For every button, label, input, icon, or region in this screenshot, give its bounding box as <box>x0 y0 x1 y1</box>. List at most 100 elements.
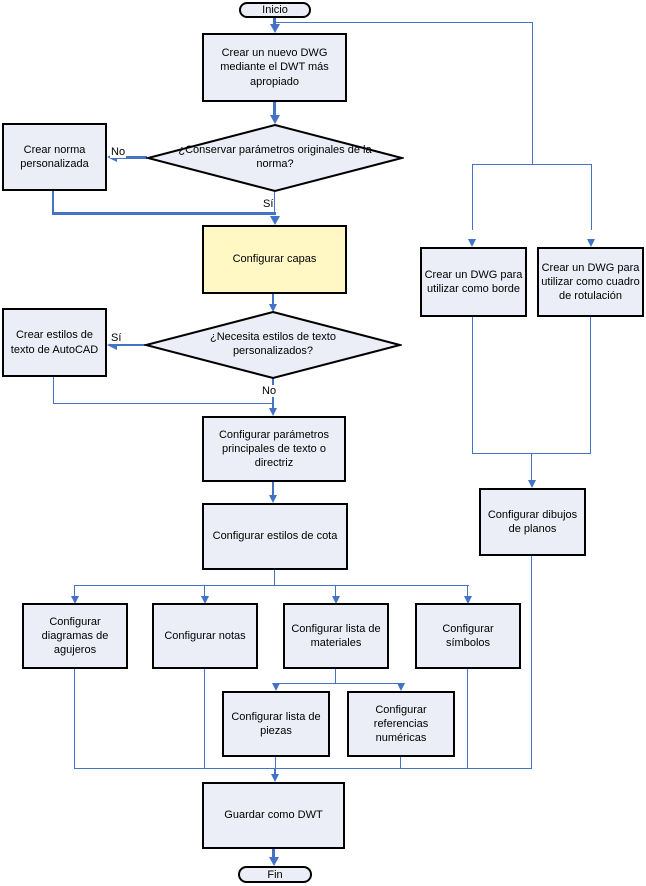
connector-diamond1-norma <box>117 156 147 159</box>
dim-styles-label: Configurar estilos de cota <box>212 530 338 543</box>
arrowhead-referencias <box>397 683 405 691</box>
arrowhead-planos <box>528 480 536 488</box>
connector-newdwg-diamond1 <box>273 102 276 116</box>
connector-simbolos-down <box>467 669 468 769</box>
node-decision-text-styles: ¿Necesita estilos de texto personalizado… <box>144 311 402 379</box>
symbols-label: Configurar símbolos <box>442 622 494 649</box>
connector-right-split-h <box>472 164 592 165</box>
connector-to-titleblock-v <box>591 164 592 230</box>
connector-norma-down <box>52 191 54 214</box>
connector-estilos-params-h <box>53 403 274 404</box>
connector-estilos-down <box>53 377 54 404</box>
hole-charts-label: Configurar diagramas de agujeros <box>41 615 109 657</box>
arrowhead-params-cota <box>269 495 277 503</box>
connector-guardar-fin <box>272 849 275 858</box>
arrowhead-newdwg-diamond1 <box>270 115 280 124</box>
text-leader-params-label: Configurar parámetros principales de tex… <box>218 428 330 470</box>
branch-label-si-2: Sí <box>110 332 123 345</box>
node-decision-keep-params: ¿Conservar parámetros originales de la n… <box>146 123 404 193</box>
connector-top-right-v <box>532 22 533 164</box>
create-standard-label: Crear norma personalizada <box>20 143 89 170</box>
arrowhead-materiales <box>332 596 340 604</box>
node-configure-layers: Configurar capas <box>202 225 347 294</box>
connector-notas-down <box>204 669 205 769</box>
diamond-shape <box>146 123 404 193</box>
connector-split-h <box>275 683 401 684</box>
configure-layers-label: Configurar capas <box>232 253 317 266</box>
arrowhead-diamond2-estilos <box>107 340 117 350</box>
node-balloons: Configurar referencias numéricas <box>347 691 455 757</box>
diamond-shape <box>144 311 402 379</box>
connector-agujeros-down <box>74 669 75 769</box>
arrowhead-guardar <box>271 774 279 782</box>
connector-drop-notas <box>204 585 205 596</box>
node-dim-styles: Configurar estilos de cota <box>202 503 348 570</box>
dwg-title-block-label: Crear un DWG para utilizar como cuadro d… <box>541 261 640 303</box>
arrowhead-into-params <box>269 408 277 416</box>
node-dwg-border: Crear un DWG para utilizar como borde <box>420 247 527 317</box>
connector-border-down <box>472 317 473 453</box>
connector-cota-down <box>274 570 275 586</box>
node-create-standard: Crear norma personalizada <box>2 123 107 191</box>
save-dwt-label: Guardar como DWT <box>224 809 323 822</box>
connector-drop-materiales <box>335 585 336 596</box>
node-sheet-drawings: Configurar dibujos de planos <box>479 488 586 556</box>
arrowhead-simbolos <box>464 596 472 604</box>
connector-diamond2-estilos <box>117 344 145 346</box>
dwg-border-label: Crear un DWG para utilizar como borde <box>424 268 523 295</box>
start-label: Inicio <box>262 4 288 16</box>
connector-bottom-merge-h <box>74 768 532 769</box>
node-dwg-title-block: Crear un DWG para utilizar como cuadro d… <box>537 247 644 317</box>
node-start-terminator: Inicio <box>239 2 311 18</box>
connector-planos-down <box>531 556 532 768</box>
parts-list-label: Configurar lista de piezas <box>231 710 321 737</box>
node-save-dwt: Guardar como DWT <box>202 782 345 849</box>
arrowhead-notas <box>201 596 209 604</box>
node-end-terminator: Fin <box>238 866 312 883</box>
node-create-new-dwg: Crear un nuevo DWG mediante el DWT más a… <box>202 33 347 102</box>
arrowhead-start-newdwg <box>270 24 280 33</box>
balloons-label: Configurar referencias numéricas <box>373 703 429 745</box>
connector-to-planos-v <box>531 453 532 481</box>
decision-keep-params-label: ¿Conservar parámetros originales de la n… <box>178 144 372 170</box>
connector-referencias-down <box>400 757 401 768</box>
node-text-leader-params: Configurar parámetros principales de tex… <box>202 416 346 482</box>
node-parts-list: Configurar lista de piezas <box>222 691 330 757</box>
connector-drop-agujeros <box>74 585 75 596</box>
connector-distribution-h <box>74 585 469 586</box>
node-bom: Configurar lista de materiales <box>283 603 389 669</box>
end-label: Fin <box>267 868 283 881</box>
arrowhead-piezas <box>272 683 280 691</box>
connector-drop-simbolos <box>467 585 468 596</box>
decision-text-styles-label: ¿Necesita estilos de texto personalizado… <box>210 331 336 357</box>
connector-piezas-down <box>275 757 276 768</box>
connector-to-border-v <box>472 164 473 230</box>
branch-label-no-1: No <box>110 146 127 159</box>
node-hole-charts: Configurar diagramas de agujeros <box>22 603 128 669</box>
connector-diamond1-capas <box>274 192 275 213</box>
arrowhead-agujeros <box>71 596 79 604</box>
connector-start-newdwg <box>273 17 276 25</box>
branch-label-no-2: No <box>261 385 278 398</box>
connector-top-right-h <box>275 22 533 23</box>
arrowhead-fin <box>269 857 279 866</box>
create-text-styles-label: Crear estilos de texto de AutoCAD <box>10 329 99 356</box>
arrowhead-to-titleblock <box>587 239 595 247</box>
connector-capas-diamond2 <box>272 294 274 305</box>
create-new-dwg-label: Crear un nuevo DWG mediante el DWT más a… <box>220 47 329 88</box>
connector-titleblock-down <box>590 317 591 453</box>
arrowhead-into-capas <box>270 216 280 225</box>
connector-to-guardar <box>274 768 276 775</box>
bom-label: Configurar lista de materiales <box>291 622 381 649</box>
arrowhead-capas-diamond2 <box>269 304 277 312</box>
node-notes: Configurar notas <box>152 603 258 669</box>
node-symbols: Configurar símbolos <box>415 603 521 669</box>
node-create-text-styles: Crear estilos de texto de AutoCAD <box>2 308 107 377</box>
connector-norma-capas-h <box>52 212 276 215</box>
notes-label: Configurar notas <box>164 629 246 642</box>
connector-params-cota <box>272 482 274 495</box>
connector-materiales-down <box>335 669 336 684</box>
branch-label-si-1: Sí <box>262 198 275 211</box>
arrowhead-to-border <box>468 239 476 247</box>
